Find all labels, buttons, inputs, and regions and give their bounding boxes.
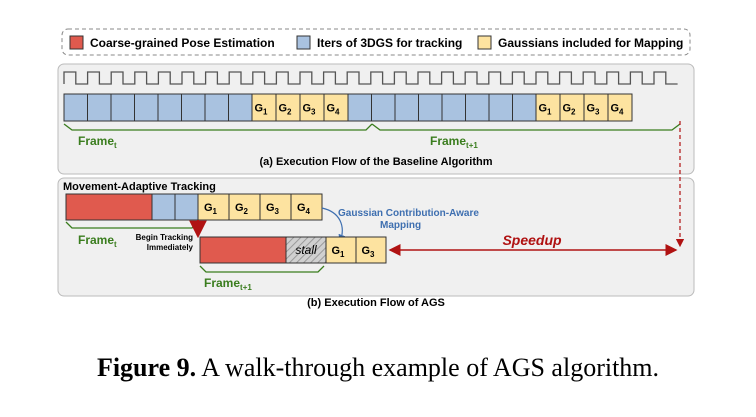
gaussian-block-g1-label: G1 [204,202,218,216]
gaussian-block-g1-label: G1 [331,245,345,259]
tracking-iter-block [347,93,372,122]
tracking-iter-block [488,93,513,122]
frame-t1-bracket-b [199,265,325,273]
gaussian-block-g1-label: G1 [254,103,268,117]
frame-t1-bracket [371,123,681,131]
tracking-iter-block [151,193,176,221]
legend-swatch-yellow [477,35,492,50]
gaussian-block-g3-label: G3 [266,202,280,216]
mapping-row-t1: G1 G3 [325,236,387,264]
mapping-row-t: G1 G2 G3 G4 [197,193,323,221]
frame-t1-label: Framet+1 [430,134,478,150]
movement-adaptive-title: Movement-Adaptive Tracking [63,181,216,193]
tracking-iter-block [418,93,443,122]
frame-t-label-b: Framet [78,233,117,249]
tracking-iter-block [512,93,537,122]
tracking-iter-block [174,193,199,221]
frame-t-bracket [63,123,373,131]
tracking-iter-block [110,93,135,122]
legend-label-iters: Iters of 3DGS for tracking [317,36,462,50]
gaussian-block-g2 [559,93,585,122]
figure-caption-text: A walk-through example of AGS algorithm. [196,353,660,382]
pose-estimation-block-t1 [199,236,287,264]
legend: Coarse-grained Pose Estimation Iters of … [61,28,691,56]
pose-estimation-block-t [65,193,153,221]
gaussian-block-g3 [259,193,292,221]
gaussian-block-g4 [607,93,633,122]
gaussian-block-g4-label: G4 [326,103,340,117]
speedup-label: Speedup [502,232,562,248]
mapping-label-2: Mapping [380,220,421,231]
tracking-iter-block [63,93,88,122]
tracking-iter-block [441,93,466,122]
gaussian-block-g1 [251,93,277,122]
gaussian-block-g4 [323,93,349,122]
panel-a: G1 G2 G3 G4 G1 G2 G3 G4 Framet Framet+1 (a) Exe… [57,63,695,175]
gaussian-block-g1 [325,236,357,264]
baseline-row: G1 G2 G3 G4 G1 G2 G3 G4 [63,93,633,122]
mapping-label-1: Gaussian Contribution-Aware [338,208,479,219]
legend-swatch-red [69,35,84,50]
panel-b-caption: (b) Execution Flow of AGS [307,297,445,309]
clock-signal [63,71,678,85]
figure-caption: Figure 9. A walk-through example of AGS … [0,353,756,383]
gaussian-block-g3 [355,236,387,264]
gaussian-block-g4-label: G4 [297,202,311,216]
frame-t-label: Framet [78,134,117,150]
tracking-iter-block [204,93,229,122]
tracking-iter-block [181,93,206,122]
gaussian-block-g2-label: G2 [562,103,576,117]
panel-a-caption: (a) Execution Flow of the Baseline Algor… [259,156,492,168]
begin-tracking-label-1: Begin Tracking [136,233,193,242]
gaussian-block-g4-label: G4 [610,103,624,117]
stall-label: stall [295,243,317,257]
tracking-iter-block [87,93,112,122]
tracking-iter-block [157,93,182,122]
legend-label-gaussians: Gaussians included for Mapping [498,36,683,50]
gaussian-block-g2 [275,93,301,122]
frame-t1-label-b: Framet+1 [204,276,252,292]
gaussian-block-g2-label: G2 [235,202,249,216]
gaussian-block-g4 [290,193,323,221]
tracking-iter-block [394,93,419,122]
gaussian-block-g3-label: G3 [586,103,600,117]
legend-swatch-blue [296,35,311,50]
tracking-iter-block [371,93,396,122]
legend-border [61,28,691,56]
tracking-iter-block [228,93,253,122]
tracking-iter-block [465,93,490,122]
gaussian-block-g3 [299,93,325,122]
figure-caption-label: Figure 9. [96,353,197,382]
gaussian-block-g2 [228,193,261,221]
legend-label-pose: Coarse-grained Pose Estimation [90,36,275,50]
gaussian-block-g3 [583,93,609,122]
gaussian-block-g2-label: G2 [278,103,292,117]
gaussian-block-g3-label: G3 [302,103,316,117]
begin-tracking-label-2: Immediately [147,243,194,252]
tracking-iter-block [134,93,159,122]
gaussian-block-g1-label: G1 [538,103,552,117]
gaussian-block-g3-label: G3 [361,245,375,259]
